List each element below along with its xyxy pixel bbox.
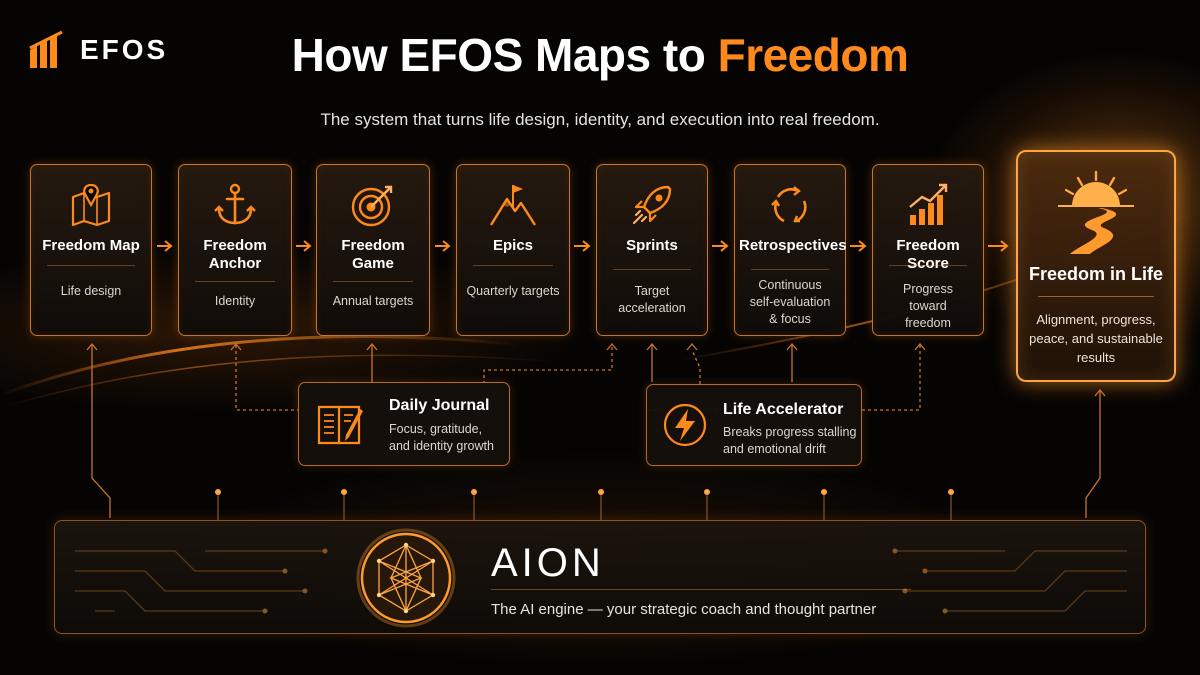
final-name: Freedom in Life [1028,264,1163,284]
step-name: Epics [492,237,534,254]
title-prefix: How EFOS Maps to [291,29,718,81]
step-name: Sprints [626,237,678,254]
sunrise-road-icon [1058,170,1134,254]
step-desc: Quarterly targets [466,284,560,298]
divider [613,269,691,270]
helper-card-life-accelerator: Life Accelerator Breaks progress stallin… [646,384,862,466]
page-title: How EFOS Maps to Freedom [0,28,1200,82]
anchor-icon [214,183,256,225]
logo-text: EFOS [80,34,169,65]
helper-desc: Focus, gratitude, and identity growth [389,422,494,453]
step-desc: Continuous self-evaluation & focus [749,278,831,326]
bar-chart-icon [909,183,948,225]
helper-desc: Breaks progress stalling and emotional d… [723,425,857,456]
step-card-freedom-map: Freedom Map Life design [30,164,152,336]
polyhedron-icon [356,528,456,628]
mountain-flag-icon [489,185,537,226]
divider [47,265,135,266]
final-desc: Alignment, progress, peace, and sustaina… [1029,312,1163,365]
step-card-sprints: Sprints Target acceleration [596,164,708,336]
step-name: Freedom Score [896,237,960,272]
rocket-icon [632,185,672,225]
step-card-freedom-score: Freedom Score Progress toward freedom [872,164,984,336]
cycle-arrows-icon [771,186,807,223]
target-icon [351,185,393,227]
step-desc: Life design [60,284,122,298]
circuit-traces [75,548,1127,614]
title-accent: Freedom [717,29,909,81]
aion-desc: The AI engine — your strategic coach and… [491,601,877,618]
aion-title: AION [491,541,605,585]
step-card-freedom-game: Freedom Game Annual targets [316,164,430,336]
divider [473,265,553,266]
divider [1038,296,1154,297]
step-name: Freedom Anchor [203,237,267,272]
divider [889,265,967,266]
step-desc: Target acceleration [618,284,686,315]
step-desc: Identity [214,294,256,308]
journal-icon [317,405,363,445]
aion-engine-panel: AION The AI engine — your strategic coac… [54,520,1146,634]
step-name: Freedom Game [341,237,405,272]
efos-bars-icon [29,30,63,68]
divider [491,589,911,590]
step-name: Retrospectives [739,237,847,254]
page-subtitle: The system that turns life design, ident… [320,110,880,129]
helper-name: Daily Journal [389,397,490,414]
step-desc: Progress toward freedom [902,282,954,330]
map-pin-icon [71,183,111,227]
divider [333,281,413,282]
divider [751,269,829,270]
lightning-icon [663,403,707,447]
helper-card-daily-journal: Daily Journal Focus, gratitude, and iden… [298,382,510,466]
helper-name: Life Accelerator [723,401,844,418]
step-desc: Annual targets [332,294,414,308]
step-card-retrospectives: Retrospectives Continuous self-evaluatio… [734,164,847,336]
step-card-freedom-anchor: Freedom Anchor Identity [178,164,292,336]
step-name: Freedom Map [42,237,140,254]
step-card-epics: Epics Quarterly targets [456,164,570,336]
final-card-freedom-in-life: Freedom in Life Alignment, progress, pea… [1016,150,1176,382]
divider [195,281,275,282]
efos-logo: EFOS [28,30,168,70]
